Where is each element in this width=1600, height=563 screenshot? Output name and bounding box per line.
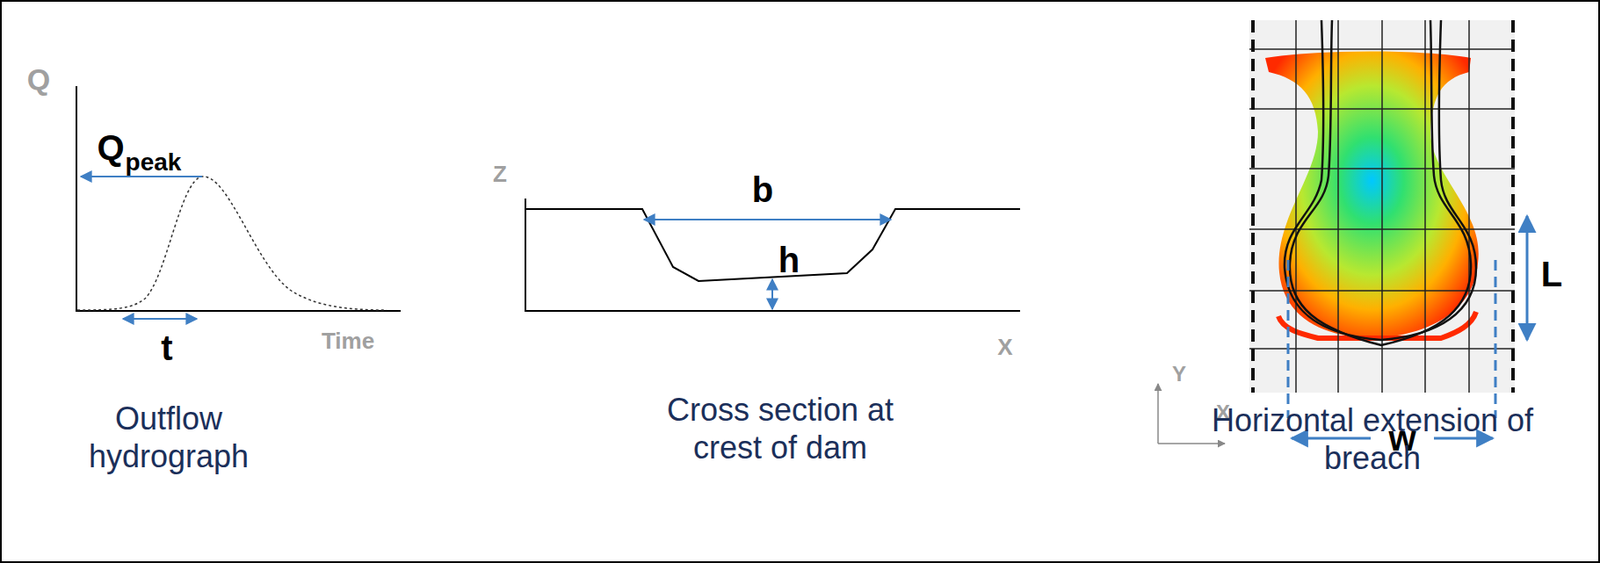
axis-label: Z [492, 162, 507, 186]
symbol-label: L [1541, 256, 1563, 292]
panel-caption: Outflow hydrograph [58, 399, 279, 476]
axis-label: Y [1172, 363, 1187, 385]
axis-label: X [997, 335, 1013, 359]
subscript-label: peak [125, 150, 182, 175]
symbol-label: b [752, 172, 774, 208]
axis-label: Time [321, 329, 375, 353]
symbol-label: Q [96, 130, 124, 166]
symbol-label: h [778, 242, 800, 278]
panel-caption: Cross section at crest of dam [630, 390, 930, 467]
panel-caption: Horizontal extension of breach [1201, 401, 1544, 478]
axis-label: Q [27, 64, 51, 95]
symbol-label: t [160, 330, 173, 366]
